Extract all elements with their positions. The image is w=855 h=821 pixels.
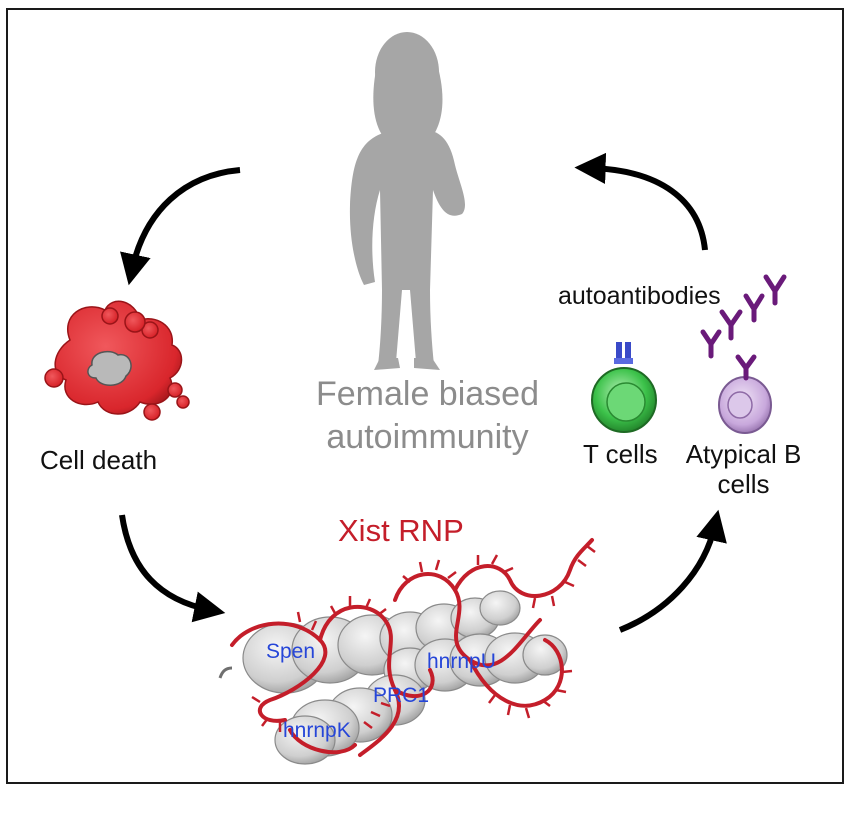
xist-rnp-complex-icon: [218, 538, 596, 765]
b-cells-label: Atypical B cells: [676, 439, 811, 500]
cell-death-label: Cell death: [40, 445, 158, 475]
t-cell-icon: [591, 342, 657, 433]
protein-label-prc1: PRC1: [373, 684, 430, 707]
rna-tail: [218, 666, 233, 679]
xist-rnp-title: Xist RNP: [338, 513, 464, 548]
b-cells-line-1: Atypical B: [685, 439, 802, 469]
cycle-arrows: [119, 152, 727, 633]
b-cell-icon: [718, 376, 772, 434]
woman-silhouette-icon: [349, 32, 465, 370]
arrow-to-cell-death: [120, 167, 241, 286]
rna-strand: [230, 538, 594, 757]
b-cells-line-2: cells: [717, 468, 770, 499]
autoantibodies-label: autoantibodies: [558, 282, 721, 310]
protein-label-hnrnpu: hnrnpU: [427, 650, 496, 673]
title-line-2: autoimmunity: [326, 417, 529, 456]
protein-label-spen: Spen: [266, 640, 316, 663]
title-label: Female biased autoimmunity: [300, 373, 555, 458]
protein-label-hnrnpk: hnrnpK: [283, 719, 351, 742]
dying-cell-icon: [44, 300, 190, 421]
title-line-1: Female biased: [315, 375, 539, 413]
arrow-to-woman: [574, 152, 708, 251]
protein-chain: [242, 590, 568, 765]
t-cells-label: T cells: [583, 439, 658, 469]
arrow-to-immune-cells: [618, 509, 727, 633]
rna-ticks: [251, 545, 596, 732]
arrow-to-xist: [119, 514, 226, 623]
antibody-icons: [700, 274, 787, 381]
